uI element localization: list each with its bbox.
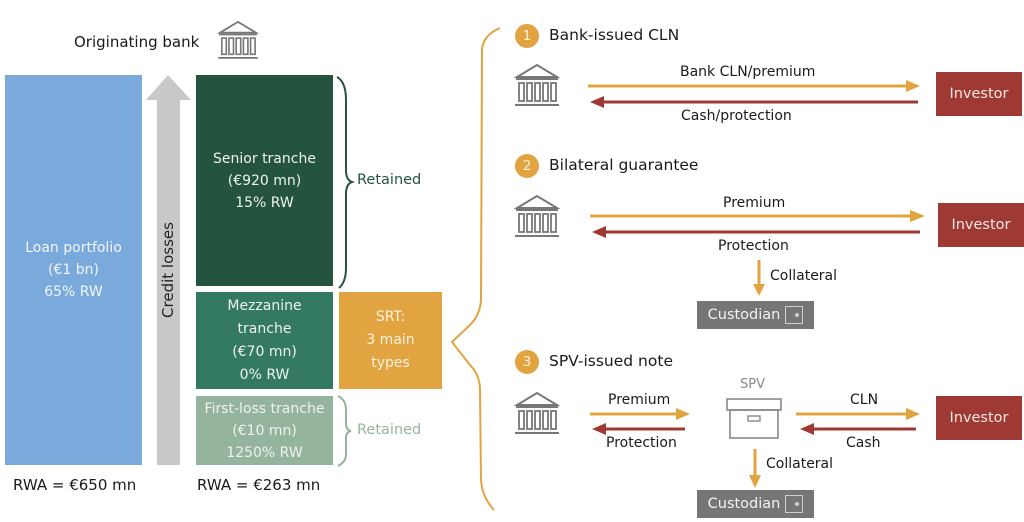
type3-protection-arrowhead	[592, 423, 606, 435]
originating-bank-icon	[217, 20, 259, 59]
type2-custodian-box: Custodian	[697, 301, 814, 329]
mezzanine-tranche-rw: 0% RW	[239, 366, 290, 383]
type2-custodian-label: Custodian	[707, 307, 781, 323]
credit-losses-arrow	[146, 75, 191, 465]
type2-bank-icon	[514, 195, 560, 237]
type1-in-label: Cash/protection	[681, 108, 792, 124]
senior-retained-brace	[336, 76, 356, 289]
senior-tranche-name: Senior tranche	[213, 150, 316, 167]
mezzanine-tranche-name1: Mezzanine	[227, 297, 302, 314]
first-loss-tranche-box: First-loss tranche (€10 mn) 1250% RW	[196, 396, 333, 465]
loan-portfolio-amount: (€1 bn)	[48, 262, 99, 278]
type1-title: Bank-issued CLN	[549, 26, 680, 44]
type2-out-arrowhead	[910, 210, 925, 222]
type3-title: SPV-issued note	[549, 352, 673, 370]
loan-portfolio-name: Loan portfolio	[25, 240, 122, 256]
type2-title: Bilateral guarantee	[549, 156, 699, 174]
type3-investor-box: Investor	[936, 396, 1022, 440]
originating-bank-label: Originating bank	[74, 33, 200, 51]
type2-in-label: Protection	[718, 238, 789, 254]
spv-box-icon	[726, 398, 782, 439]
type3-collateral-arrowhead	[749, 475, 761, 488]
senior-tranche-box: Senior tranche (€920 mn) 15% RW	[196, 75, 333, 286]
type3-cln-label: CLN	[850, 392, 879, 408]
senior-tranche-rw: 15% RW	[235, 194, 294, 211]
spv-label: SPV	[740, 377, 765, 392]
safe-icon	[785, 306, 804, 324]
type3-custodian-label: Custodian	[707, 496, 781, 512]
type3-cash-label: Cash	[846, 435, 881, 451]
first-loss-tranche-amount: (€10 mn)	[232, 422, 297, 439]
srt-box: SRT: 3 main types	[339, 292, 442, 389]
type3-bank-icon	[514, 392, 560, 434]
type3-premium-label: Premium	[608, 392, 671, 408]
type1-out-label: Bank CLN/premium	[680, 64, 816, 80]
type3-cln-arrowhead	[906, 408, 920, 420]
first-loss-tranche-name: First-loss tranche	[204, 400, 325, 417]
type2-collateral-label: Collateral	[770, 268, 838, 284]
type3-protection-label: Protection	[606, 435, 677, 451]
type1-in-arrowhead	[590, 96, 604, 108]
type2-out-label: Premium	[723, 195, 786, 211]
srt-label2: 3 main	[366, 332, 415, 348]
type2-in-arrowhead	[592, 226, 606, 238]
type3-collateral-label: Collateral	[766, 456, 834, 472]
srt-types-brace	[450, 27, 501, 511]
type2-collateral-arrowhead	[753, 284, 765, 296]
type1-bank-icon	[514, 64, 560, 106]
type2-investor-box: Investor	[938, 203, 1024, 247]
senior-tranche-amount: (€920 mn)	[227, 172, 302, 189]
safe-icon	[785, 495, 804, 513]
mezzanine-tranche-box: Mezzanine tranche (€70 mn) 0% RW	[196, 292, 333, 389]
loan-portfolio-rw: 65% RW	[44, 284, 103, 300]
loan-portfolio-box: Loan portfolio (€1 bn) 65% RW	[5, 75, 142, 465]
type1-out-arrowhead	[906, 80, 920, 92]
mezzanine-tranche-amount: (€70 mn)	[232, 343, 297, 360]
rwa-after-label: RWA = €263 mn	[197, 476, 321, 494]
rwa-before-label: RWA = €650 mn	[13, 476, 137, 494]
type3-premium-arrowhead	[676, 408, 690, 420]
senior-retained-label: Retained	[357, 172, 422, 188]
type1-investor-box: Investor	[936, 72, 1022, 116]
srt-label1: SRT:	[375, 309, 406, 325]
type1-number-badge: 1	[515, 24, 539, 48]
first-loss-tranche-rw: 1250% RW	[226, 444, 303, 461]
credit-losses-label: Credit losses	[159, 222, 177, 318]
type3-number-badge: 3	[515, 350, 539, 374]
first-loss-retained-brace	[337, 395, 352, 467]
srt-label3: types	[371, 355, 410, 371]
type3-custodian-box: Custodian	[697, 490, 814, 518]
mezzanine-tranche-name2: tranche	[237, 320, 292, 337]
type3-cash-arrowhead	[800, 423, 814, 435]
type2-number-badge: 2	[515, 154, 539, 178]
first-loss-retained-label: Retained	[357, 422, 422, 438]
